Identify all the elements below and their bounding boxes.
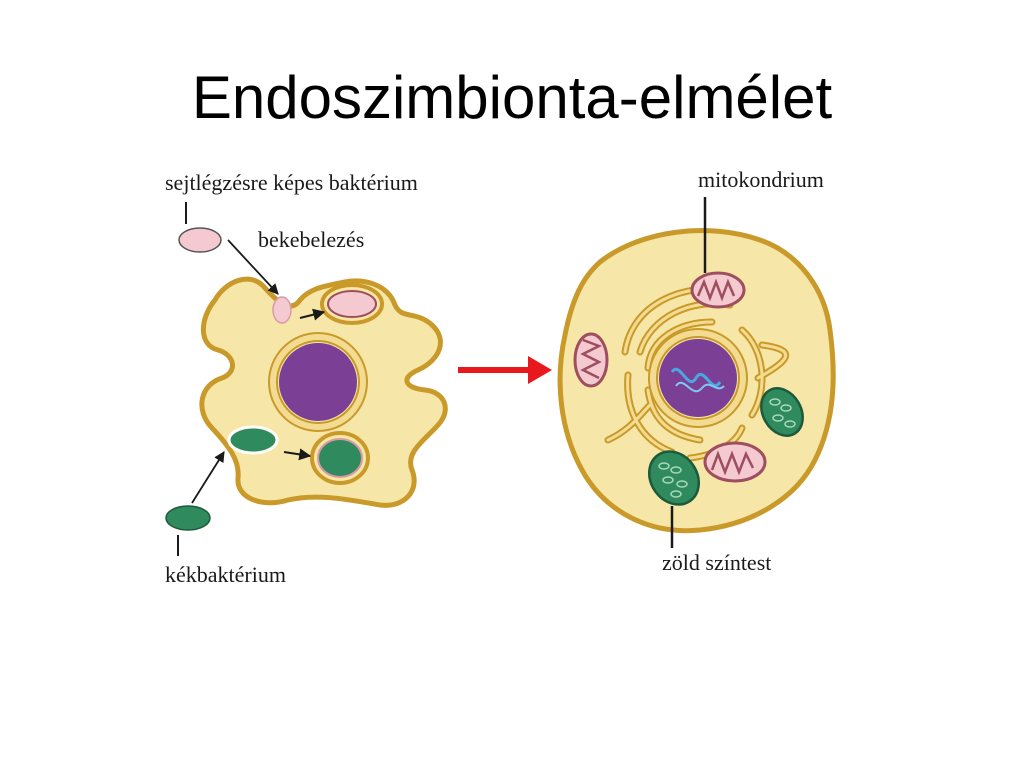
dna-strand xyxy=(670,367,722,388)
engulf-arrow-1 xyxy=(299,308,326,321)
label-mitochondrion: mitokondrium xyxy=(698,167,824,192)
transition-arrow xyxy=(458,356,552,384)
label-engulfment: bekebelezés xyxy=(258,227,364,252)
engulfing-bacterium xyxy=(272,296,292,324)
leader-engulfment xyxy=(227,239,279,295)
chloroplast-right xyxy=(760,387,804,437)
label-respiring-bacterium: sejtlégzésre képes baktérium xyxy=(165,170,418,195)
slide-title: Endoszimbionta-elmélet xyxy=(191,64,833,131)
primitive-nucleus xyxy=(279,343,357,421)
primitive-nucleus-envelope-inner xyxy=(270,334,366,430)
engulfed-cyanobacterium xyxy=(317,438,363,478)
mitochondrion-top xyxy=(690,271,746,309)
label-cyanobacterium: kékbaktérium xyxy=(165,562,286,587)
eukaryotic-nucleus xyxy=(659,339,737,417)
engulf-arrow-2 xyxy=(283,448,312,461)
engulfing-cyanobacterium xyxy=(227,425,279,455)
right-labels: mitokondrium zöld színtest xyxy=(662,167,824,575)
endoplasmic-reticulum-inner xyxy=(606,286,787,460)
left-labels: sejtlégzésre képes baktérium bekebelezés… xyxy=(165,170,418,587)
eukaryotic-nucleus-envelope-inner xyxy=(650,330,746,426)
leader-cyanobacterium-arrow xyxy=(191,451,225,504)
eukaryotic-cell xyxy=(557,228,836,534)
chloroplast-bottom xyxy=(647,450,701,506)
engulfed-respiring-bacterium xyxy=(327,290,377,318)
label-chloroplast: zöld színtest xyxy=(662,550,771,575)
mitochondrion-bottom xyxy=(703,441,767,483)
free-cyanobacterium xyxy=(165,505,211,531)
free-respiring-bacterium xyxy=(178,227,222,253)
mitochondrion-left xyxy=(573,332,609,388)
dna-strand-2 xyxy=(675,381,725,393)
primitive-cell xyxy=(199,276,448,508)
